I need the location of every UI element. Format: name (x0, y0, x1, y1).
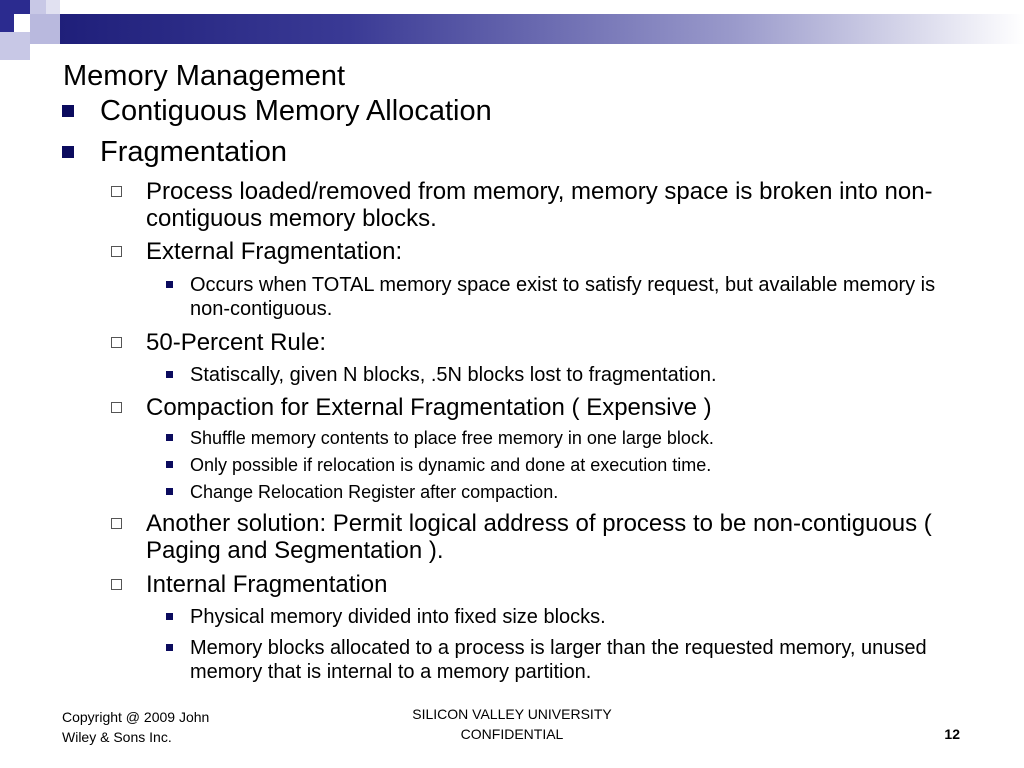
footer-organization: SILICON VALLEY UNIVERSITY CONFIDENTIAL (362, 704, 662, 744)
footer-copyright: Copyright @ 2009 John Wiley & Sons Inc. (62, 707, 209, 747)
sub-bullet-text: Process loaded/removed from memory, memo… (146, 178, 933, 232)
sub-sub-bullet-item: Memory blocks allocated to a process is … (166, 636, 950, 684)
bullet-text: Contiguous Memory Allocation (100, 95, 492, 127)
square-bullet-icon (62, 105, 74, 117)
hollow-square-bullet-icon (111, 402, 122, 413)
slide-title: Memory Management (63, 60, 346, 92)
sub-sub-bullet-item: Change Relocation Register after compact… (166, 480, 950, 504)
sub-bullet-text: 50-Percent Rule: (146, 329, 327, 356)
sub-bullet-item: Another solution: Permit logical address… (111, 510, 976, 564)
hollow-square-bullet-icon (111, 337, 122, 348)
hollow-square-bullet-icon (111, 186, 122, 197)
page-number: 12 (944, 726, 960, 742)
sub-bullet-item: Process loaded/removed from memory, memo… (111, 178, 976, 232)
small-square-bullet-icon (166, 488, 173, 495)
title-bar-gradient (60, 14, 1024, 44)
small-square-bullet-icon (166, 613, 173, 620)
sub-bullet-item: Internal Fragmentation (111, 571, 976, 598)
square-bullet-icon (62, 146, 74, 158)
small-square-bullet-icon (166, 434, 173, 441)
small-square-bullet-icon (166, 461, 173, 468)
sub-bullet-text: External Fragmentation: (146, 238, 403, 265)
sub-sub-bullet-text: Shuffle memory contents to place free me… (190, 428, 714, 448)
small-square-bullet-icon (166, 281, 173, 288)
hollow-square-bullet-icon (111, 246, 122, 257)
hollow-square-bullet-icon (111, 518, 122, 529)
sub-sub-bullet-item: Statiscally, given N blocks, .5N blocks … (166, 363, 950, 387)
sub-bullet-text: Compaction for External Fragmentation ( … (146, 394, 712, 421)
bullet-item: Fragmentation (62, 136, 287, 169)
bullet-item: Contiguous Memory Allocation (62, 95, 492, 128)
small-square-bullet-icon (166, 644, 173, 651)
sub-sub-bullet-item: Shuffle memory contents to place free me… (166, 426, 950, 450)
decor-square (46, 0, 60, 14)
sub-bullet-text: Another solution: Permit logical address… (146, 510, 932, 564)
sub-sub-bullet-text: Memory blocks allocated to a process is … (190, 637, 927, 683)
organization-line: SILICON VALLEY UNIVERSITY (412, 706, 612, 722)
sub-bullet-item: External Fragmentation: (111, 238, 976, 265)
copyright-line: Wiley & Sons Inc. (62, 729, 172, 745)
sub-bullet-item: Compaction for External Fragmentation ( … (111, 394, 976, 421)
decor-square (30, 14, 60, 44)
sub-sub-bullet-text: Statiscally, given N blocks, .5N blocks … (190, 364, 717, 386)
sub-bullet-item: 50-Percent Rule: (111, 329, 976, 356)
sub-sub-bullet-text: Change Relocation Register after compact… (190, 482, 559, 502)
bullet-text: Fragmentation (100, 136, 287, 168)
decor-square (0, 32, 30, 60)
small-square-bullet-icon (166, 371, 173, 378)
copyright-line: Copyright @ 2009 John (62, 709, 210, 725)
sub-sub-bullet-item: Only possible if relocation is dynamic a… (166, 453, 950, 477)
hollow-square-bullet-icon (111, 579, 122, 590)
decor-square (14, 14, 30, 32)
confidential-label: CONFIDENTIAL (460, 726, 564, 742)
sub-sub-bullet-item: Physical memory divided into fixed size … (166, 605, 950, 629)
sub-sub-bullet-item: Occurs when TOTAL memory space exist to … (166, 273, 950, 321)
sub-sub-bullet-text: Only possible if relocation is dynamic a… (190, 455, 712, 475)
sub-sub-bullet-text: Occurs when TOTAL memory space exist to … (190, 274, 936, 320)
sub-bullet-text: Internal Fragmentation (146, 571, 388, 598)
sub-sub-bullet-text: Physical memory divided into fixed size … (190, 606, 606, 628)
